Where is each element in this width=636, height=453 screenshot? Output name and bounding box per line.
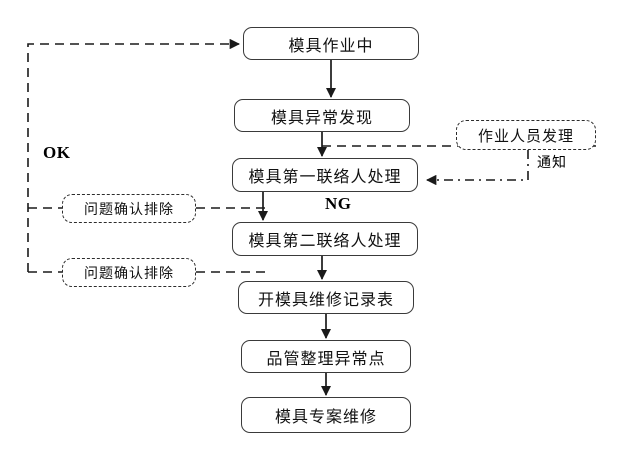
node-label: 开模具维修记录表 (257, 291, 394, 309)
node-issue-confirmed-resolved-lower[interactable]: 问题确认排除 (62, 258, 196, 287)
edge-label-notify: 通知 (537, 154, 567, 170)
node-label: 问题确认排除 (84, 264, 174, 281)
node-mold-special-repair[interactable]: 模具专案维修 (241, 397, 411, 433)
node-mold-operating[interactable]: 模具作业中 (243, 27, 419, 60)
node-second-contact-handling[interactable]: 模具第二联络人处理 (232, 222, 418, 256)
node-issue-confirmed-resolved-upper[interactable]: 问题确认排除 (62, 194, 196, 223)
node-mold-abnormality-found[interactable]: 模具异常发现 (234, 99, 410, 132)
edge-label-ok: OK (43, 143, 71, 162)
node-first-contact-handling[interactable]: 模具第一联络人处理 (232, 158, 418, 192)
node-label: 模具第一联络人处理 (248, 169, 402, 186)
node-operator-handling[interactable]: 作业人员发理 (456, 120, 596, 150)
node-label: 品管整理异常点 (266, 350, 386, 368)
node-label: 模具专案维修 (274, 409, 377, 426)
node-label: 模具异常发现 (270, 109, 373, 127)
node-open-repair-record[interactable]: 开模具维修记录表 (238, 281, 414, 314)
edge-notify (425, 150, 529, 186)
node-qc-collect-abnormalities[interactable]: 品管整理异常点 (241, 340, 411, 373)
node-label: 作业人员发理 (477, 127, 574, 145)
node-label: 模具作业中 (288, 37, 374, 55)
edge-label-ng: NG (325, 194, 352, 213)
node-label: 问题确认排除 (84, 200, 174, 217)
node-label: 模具第二联络人处理 (248, 233, 402, 250)
